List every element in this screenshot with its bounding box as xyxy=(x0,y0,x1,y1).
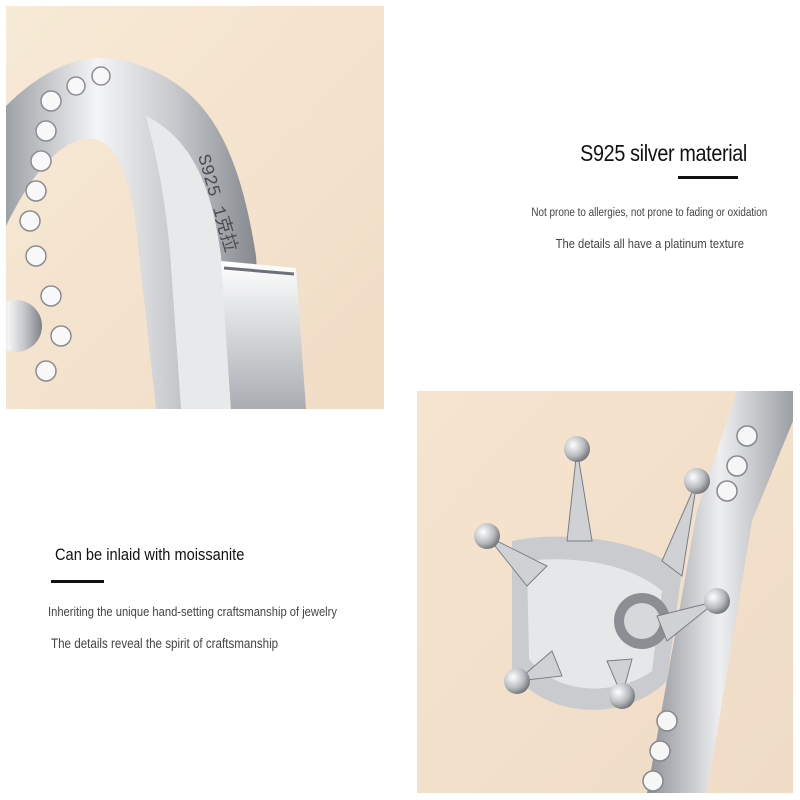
description-line: The details reveal the spirit of craftsm… xyxy=(51,636,279,651)
ring-band-photo: S925 1克拉 xyxy=(6,6,384,409)
crown-setting-photo xyxy=(417,391,793,793)
description-line: The details all have a platinum texture xyxy=(555,236,744,251)
description-line: Inheriting the unique hand-setting craft… xyxy=(48,604,337,619)
description-line: Not prone to allergies, not prone to fad… xyxy=(531,207,767,219)
title-underline xyxy=(51,580,104,583)
section-title-silver: S925 silver material xyxy=(580,140,747,166)
section-title-moissanite: Can be inlaid with moissanite xyxy=(55,545,245,564)
title-underline xyxy=(678,176,738,179)
